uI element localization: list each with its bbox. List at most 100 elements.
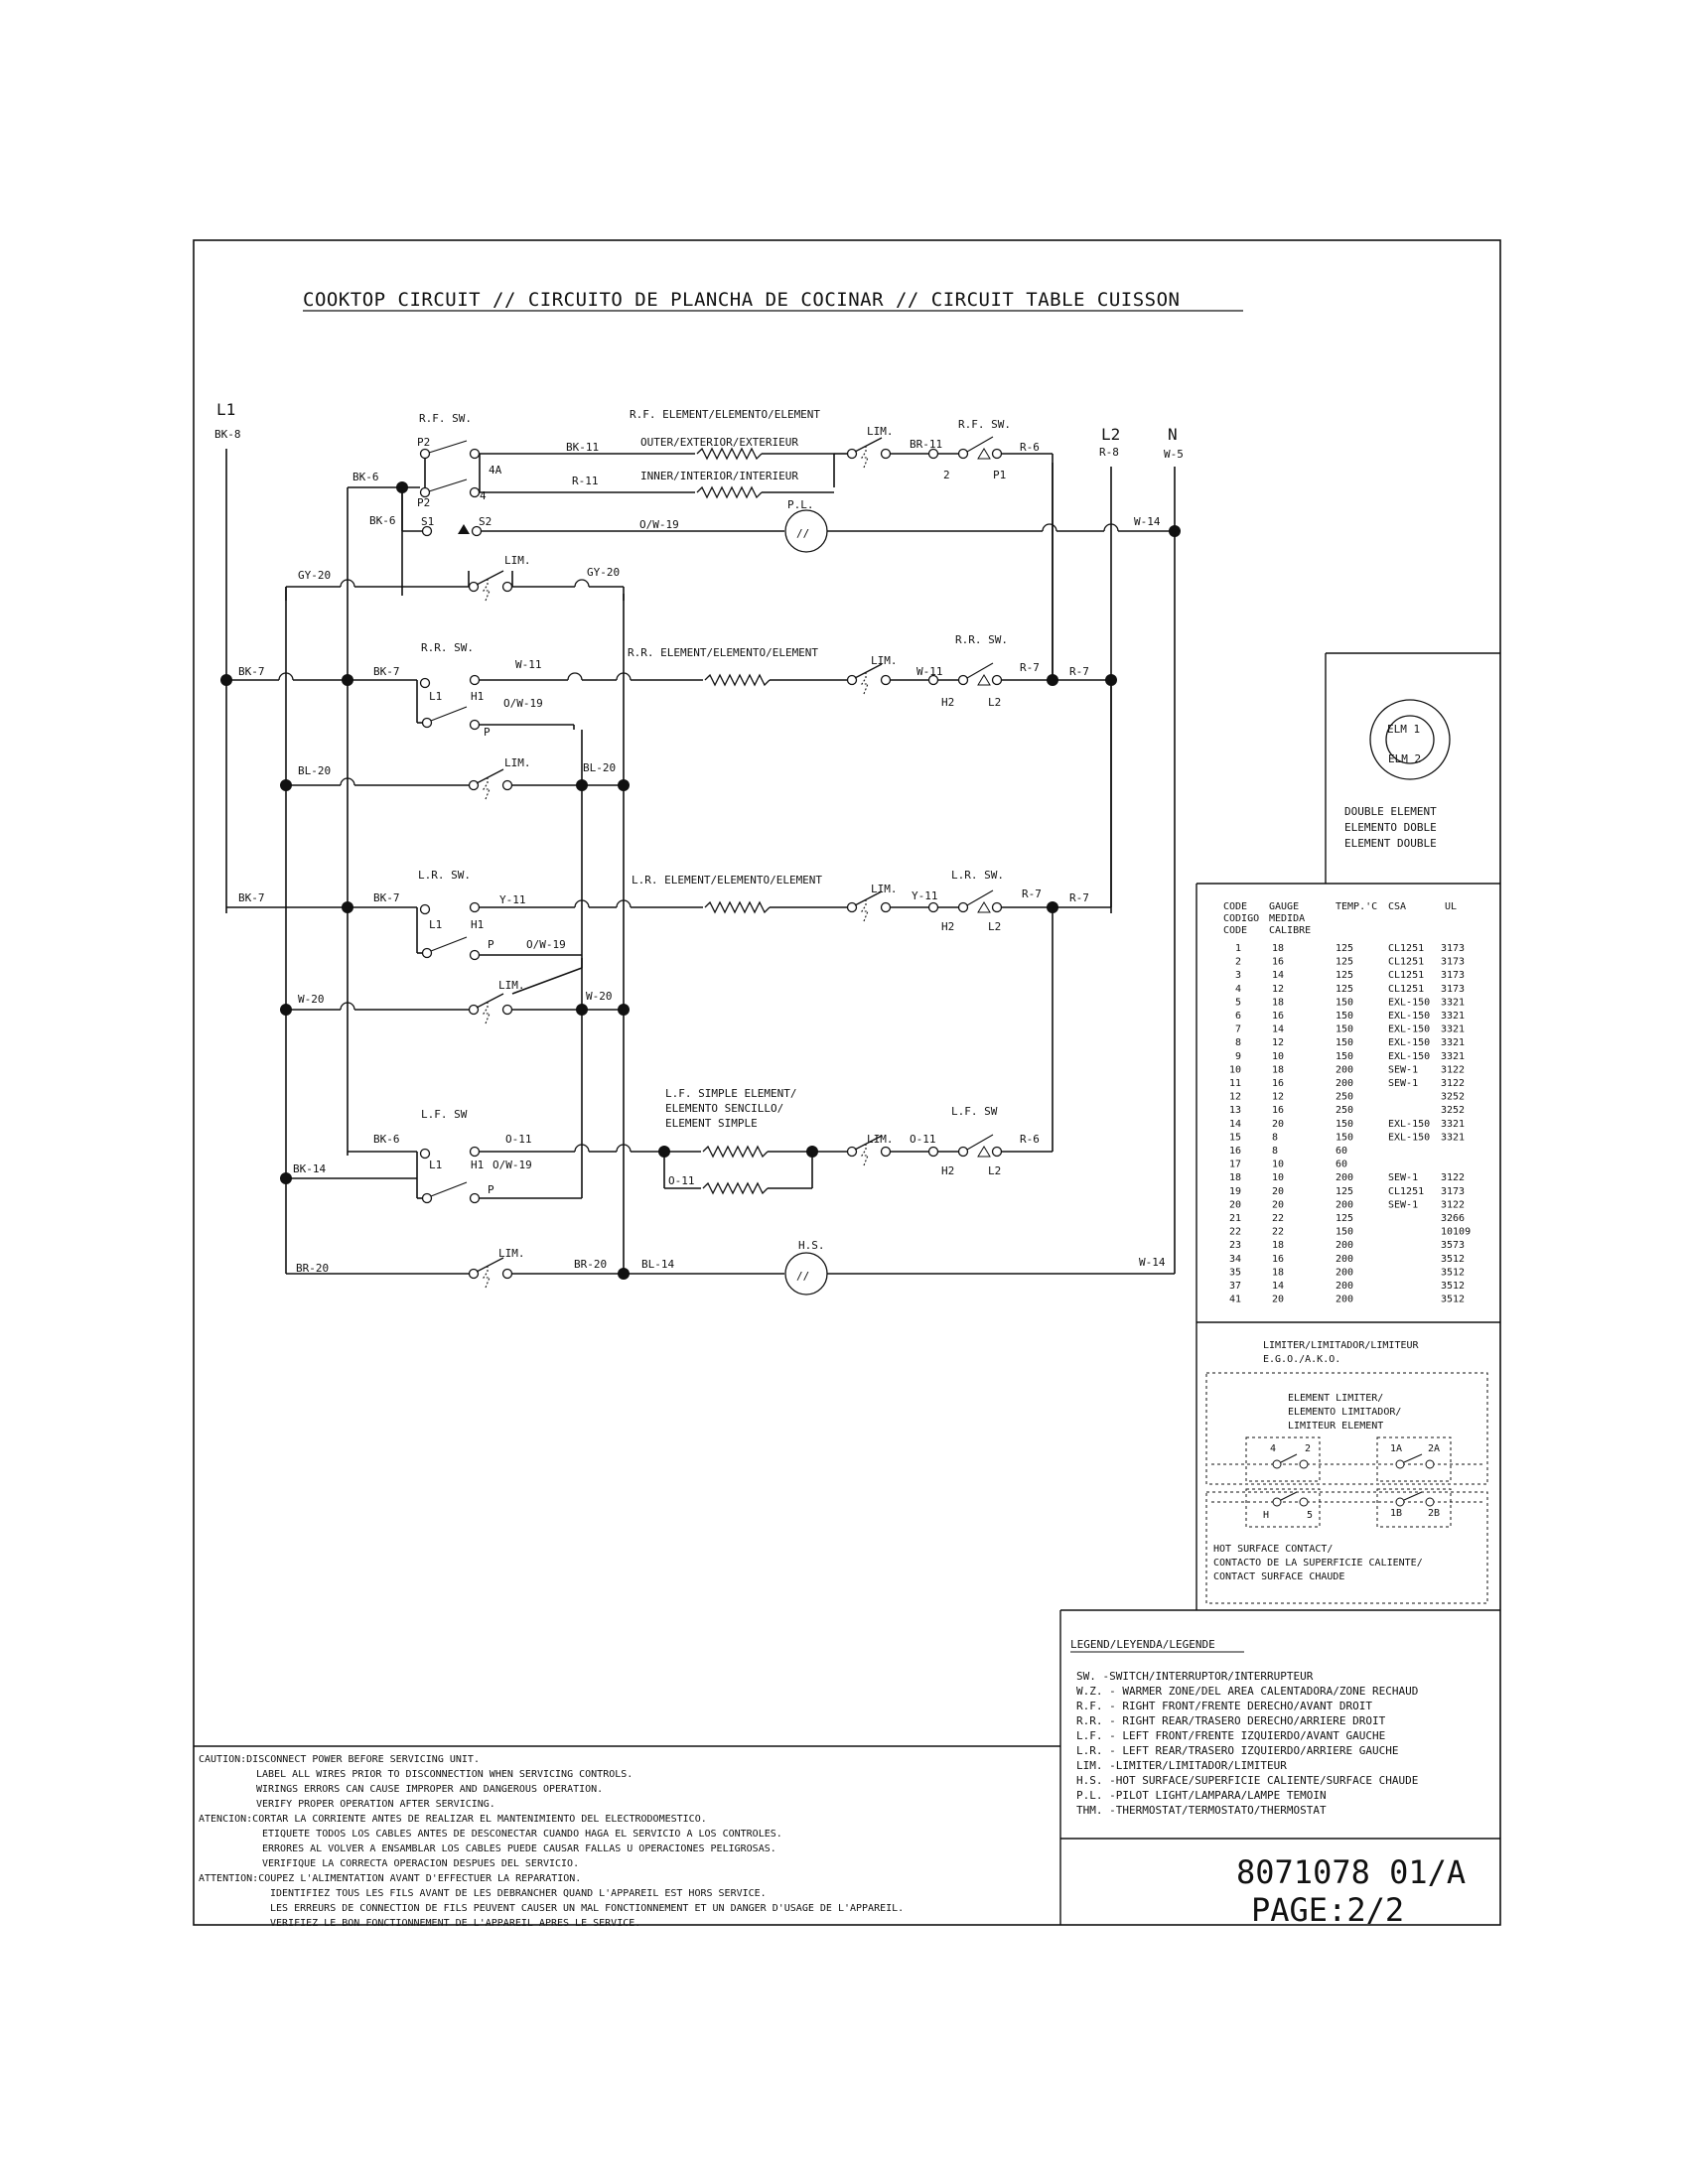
lf-sw2: L.F. SW bbox=[951, 1105, 998, 1118]
rf-r11: R-11 bbox=[572, 475, 599, 487]
rr-row: R.R. SW. BK-7 BK-7 W-11 L1 H1 O/W-19 P R… bbox=[220, 633, 1117, 739]
wire-table-cell: 200 bbox=[1336, 1078, 1353, 1089]
wire-table-cell: 150 bbox=[1336, 1024, 1353, 1035]
legend-item-9: P.L. -PILOT LIGHT/LAMPARA/LAMPE TEMOIN bbox=[1076, 1789, 1327, 1802]
lf-o11: O-11 bbox=[505, 1133, 532, 1146]
wire-table-cell: 125 bbox=[1336, 970, 1353, 981]
rr-w11b: W-11 bbox=[916, 665, 943, 678]
lim-t1a: 1A bbox=[1390, 1443, 1402, 1454]
l2-label: L2 bbox=[1101, 425, 1120, 444]
wire-table-cell: 22 bbox=[1272, 1227, 1284, 1238]
wire-table-header: UL bbox=[1445, 901, 1457, 912]
wire-table-cell: 16 bbox=[1272, 1105, 1284, 1116]
gy-lim-label: LIM. bbox=[504, 554, 531, 567]
lr-sw: L.R. SW. bbox=[418, 869, 471, 882]
lr-r7a: R-7 bbox=[1022, 887, 1042, 900]
lf-lim: LIM. bbox=[867, 1133, 894, 1146]
wire-table-cell: 34 bbox=[1229, 1254, 1241, 1265]
lf-o11b: O-11 bbox=[668, 1174, 695, 1187]
rf-element-label: R.F. ELEMENT/ELEMENTO/ELEMENT bbox=[630, 408, 820, 421]
wire-table-cell: 18 bbox=[1272, 1267, 1284, 1278]
wire-table-cell: 60 bbox=[1336, 1160, 1347, 1170]
lim-t2b: 2B bbox=[1428, 1508, 1440, 1519]
wire-table-cell: 200 bbox=[1336, 1295, 1353, 1305]
wire-table-cell: 3512 bbox=[1441, 1254, 1465, 1265]
wire-table-cell: CL1251 bbox=[1388, 970, 1424, 981]
gy20a-label: GY-20 bbox=[298, 569, 331, 582]
wire-table-cell: 5 bbox=[1235, 997, 1241, 1008]
lim-t2a: 2A bbox=[1428, 1443, 1440, 1454]
w20b-label: W-20 bbox=[586, 990, 613, 1003]
wire-table-cell: 200 bbox=[1336, 1281, 1353, 1292]
caution-line-5: ATENCION:CORTAR LA CORRIENTE ANTES DE RE… bbox=[199, 1814, 707, 1825]
rf-4: 4 bbox=[480, 489, 487, 502]
rf-w14: W-14 bbox=[1134, 515, 1161, 528]
wire-table-cell: 3512 bbox=[1441, 1267, 1465, 1278]
wire-table-cell: 20 bbox=[1272, 1186, 1284, 1197]
rf-4a: 4A bbox=[489, 464, 502, 477]
wire-table-cell: 12 bbox=[1272, 1092, 1284, 1103]
lf-row: L.F. SW BK-6 O-11 L1 H1 O/W-19 P BK-14 L… bbox=[280, 907, 1054, 1204]
rf-bk6a: BK-6 bbox=[352, 471, 379, 483]
wire-table-cell: 3512 bbox=[1441, 1295, 1465, 1305]
lim-t2: 2 bbox=[1305, 1443, 1311, 1454]
legend-item-7: LIM. -LIMITER/LIMITADOR/LIMITEUR bbox=[1076, 1759, 1287, 1772]
limiter-title2: E.G.O./A.K.O. bbox=[1263, 1354, 1340, 1365]
wire-table-cell: 15 bbox=[1229, 1132, 1241, 1143]
wire-table-cell: 7 bbox=[1235, 1024, 1241, 1035]
caution-line-3: WIRINGS ERRORS CAN CAUSE IMPROPER AND DA… bbox=[256, 1784, 603, 1795]
wire-table-cell: 3173 bbox=[1441, 970, 1465, 981]
lf-o11c: O-11 bbox=[910, 1133, 936, 1146]
rf-p1: P1 bbox=[993, 469, 1006, 481]
lim-th: H bbox=[1263, 1510, 1269, 1521]
double-element-label-en: DOUBLE ELEMENT bbox=[1344, 805, 1437, 818]
wire-table-cell: 3321 bbox=[1441, 1024, 1465, 1035]
lr-l2: L2 bbox=[988, 920, 1001, 933]
legend-item-10: THM. -THERMOSTAT/TERMOSTATO/THERMOSTAT bbox=[1076, 1804, 1327, 1817]
rr-ow19: O/W-19 bbox=[503, 697, 543, 710]
lr-bk7a: BK-7 bbox=[238, 891, 265, 904]
rf-p2b: P2 bbox=[417, 496, 430, 509]
limiter-title1: LIMITER/LIMITADOR/LIMITEUR bbox=[1263, 1340, 1420, 1351]
wire-table-cell: 10 bbox=[1272, 1160, 1284, 1170]
lf-element1: L.F. SIMPLE ELEMENT/ bbox=[665, 1087, 796, 1100]
wire-table-cell: 21 bbox=[1229, 1213, 1241, 1224]
caution-line-7: ERRORES AL VOLVER A ENSAMBLAR LOS CABLES… bbox=[262, 1843, 776, 1854]
wire-table-cell: 125 bbox=[1336, 984, 1353, 995]
wire-table-cell: 200 bbox=[1336, 1199, 1353, 1210]
lr-h2: H2 bbox=[941, 920, 954, 933]
rf-bk6b: BK-6 bbox=[369, 514, 396, 527]
lr-ow19: O/W-19 bbox=[526, 938, 566, 951]
lr-row: BK-7 L.R. SW. BK-7 Y-11 L1 H1 P O/W-19 L… bbox=[226, 680, 1112, 961]
lf-ow19: O/W-19 bbox=[492, 1159, 532, 1171]
wire-table-cell: 200 bbox=[1336, 1064, 1353, 1075]
rr-r7a: R-7 bbox=[1020, 661, 1040, 674]
wire-table-cell: 150 bbox=[1336, 1051, 1353, 1062]
legend-item-2: W.Z. - WARMER ZONE/DEL AREA CALENTADORA/… bbox=[1076, 1685, 1418, 1698]
wire-table-cell: 250 bbox=[1336, 1105, 1353, 1116]
rf-bk11: BK-11 bbox=[566, 441, 599, 454]
wire-table-header: TEMP.'C bbox=[1336, 901, 1377, 912]
bl20a-label: BL-20 bbox=[298, 764, 331, 777]
rf-br11: BR-11 bbox=[910, 438, 942, 451]
wire-table-cell: 10109 bbox=[1441, 1227, 1471, 1238]
wire-table-cell: 12 bbox=[1229, 1092, 1241, 1103]
rf-inner-label: INNER/INTERIOR/INTERIEUR bbox=[640, 470, 798, 482]
wire-table-cell: 3122 bbox=[1441, 1078, 1465, 1089]
wire-table-cell: 16 bbox=[1272, 1011, 1284, 1022]
wire-table-cell: 10 bbox=[1229, 1064, 1241, 1075]
legend-title: LEGEND/LEYENDA/LEGENDE bbox=[1070, 1638, 1215, 1651]
caution-line-4: VERIFY PROPER OPERATION AFTER SERVICING. bbox=[256, 1799, 495, 1810]
lr-sw2: L.R. SW. bbox=[951, 869, 1004, 882]
wire-table-cell: 150 bbox=[1336, 1011, 1353, 1022]
lr-y11b: Y-11 bbox=[912, 889, 938, 902]
rf-2: 2 bbox=[943, 469, 950, 481]
hs-br20b: BR-20 bbox=[574, 1258, 607, 1271]
rr-l2: L2 bbox=[988, 696, 1001, 709]
hot-surface-1: HOT SURFACE CONTACT/ bbox=[1213, 1544, 1333, 1555]
wire-table-cell: 22 bbox=[1272, 1213, 1284, 1224]
wire-table-cell: 8 bbox=[1272, 1146, 1278, 1157]
wire-table-cell: 10 bbox=[1272, 1172, 1284, 1183]
bus-wires bbox=[225, 449, 1176, 1274]
